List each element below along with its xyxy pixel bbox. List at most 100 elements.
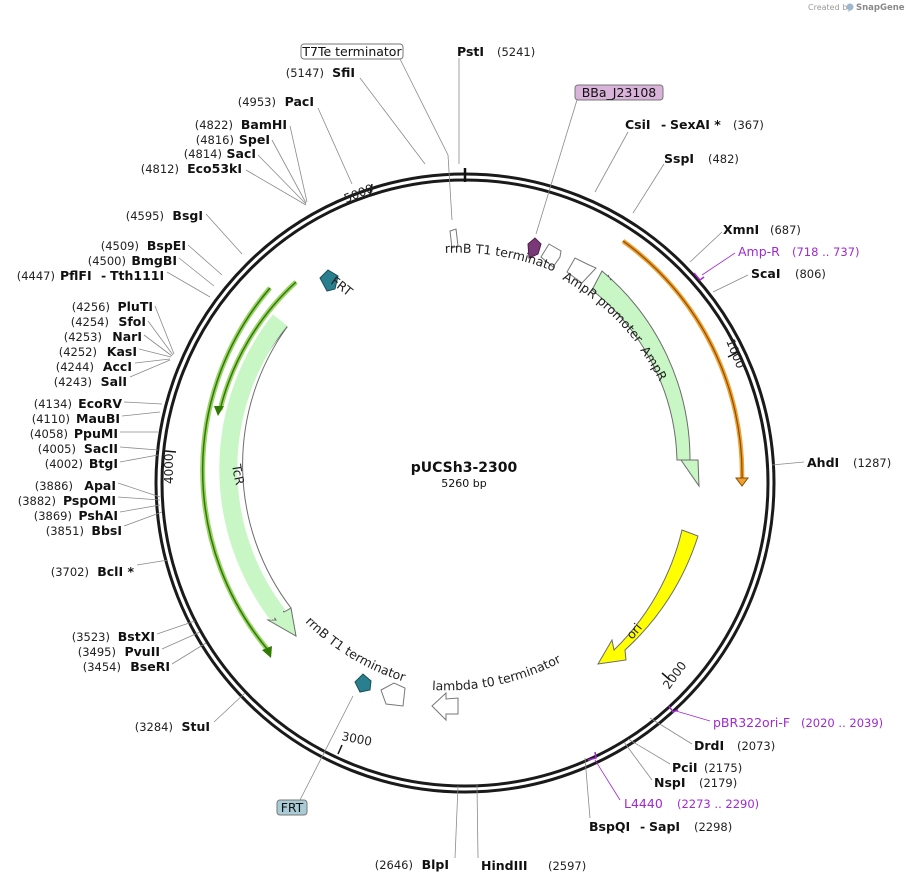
site-bspqi[interactable]: BspQI - SapI (2298) — [584, 757, 732, 834]
svg-text:(3886): (3886) — [35, 479, 73, 493]
site-ecorv[interactable]: EcoRV (4134) — [34, 396, 163, 411]
svg-text:Amp-R: Amp-R — [738, 244, 780, 259]
feature-tcr[interactable] — [219, 314, 297, 637]
svg-text:EcoRV: EcoRV — [78, 396, 122, 411]
site-pflfi[interactable]: PflFI - Tth111I (4447) — [17, 268, 211, 298]
svg-text:(4447): (4447) — [17, 269, 55, 283]
site-bseri[interactable]: BseRI (3454) — [83, 642, 207, 674]
svg-text:SfoI: SfoI — [118, 314, 146, 329]
site-drdi[interactable]: DrdI (2073) — [649, 717, 775, 753]
site-pcii[interactable]: PciI (2175) — [627, 738, 742, 775]
svg-text:BseRI: BseRI — [130, 659, 170, 674]
site-sspi[interactable]: SspI (482) — [632, 151, 739, 214]
site-sacii[interactable]: SacII (4005) — [38, 441, 159, 456]
site-blpi[interactable]: BlpI (2646) — [375, 785, 459, 872]
site-hindiii[interactable]: HindIII (2597) — [476, 784, 586, 873]
svg-text:BspQI: BspQI — [589, 819, 630, 834]
svg-text:T7Te terminator: T7Te terminator — [301, 44, 402, 59]
svg-text:(3284): (3284) — [135, 720, 173, 734]
site-psti[interactable]: PstI (5241) — [457, 44, 535, 164]
site-paci[interactable]: PacI (4953) — [238, 94, 353, 185]
svg-text:(2179): (2179) — [699, 776, 737, 790]
tick-marks — [164, 183, 739, 755]
feature-rrnb-terminator-2[interactable] — [380, 682, 406, 707]
svg-text:PshAI: PshAI — [78, 508, 118, 523]
svg-text:(4254): (4254) — [71, 315, 109, 329]
box-bba-j23108[interactable]: BBa_J23108 — [535, 84, 664, 235]
site-saci[interactable]: SacI (4814) — [184, 146, 307, 205]
site-sfii[interactable]: SfiI (5147) — [286, 65, 426, 165]
site-pvuii[interactable]: PvuII (3495) — [78, 631, 201, 659]
primer-label-l4440[interactable]: L4440 (2273 .. 2290) — [594, 759, 759, 811]
svg-text:AccI: AccI — [103, 359, 132, 374]
feature-ampr[interactable] — [591, 270, 700, 488]
svg-text:(718 .. 737): (718 .. 737) — [792, 245, 860, 259]
tick-label-3000: 3000 — [340, 729, 373, 749]
svg-text:BstXI: BstXI — [118, 629, 155, 644]
site-acci[interactable]: AccI (4244) — [56, 358, 171, 374]
svg-text:SfiI: SfiI — [332, 65, 355, 80]
site-nspi[interactable]: NspI (2179) — [623, 741, 737, 790]
site-pspomi[interactable]: PspOMI (3882) — [18, 493, 161, 508]
svg-text:(3454): (3454) — [83, 660, 121, 674]
site-ppumi[interactable]: PpuMI (4058) — [30, 426, 158, 441]
svg-text:-: - — [640, 819, 645, 834]
svg-text:(4002): (4002) — [45, 457, 83, 471]
svg-text:FRT: FRT — [281, 800, 304, 815]
svg-text:StuI: StuI — [181, 719, 210, 734]
svg-text:PluTI: PluTI — [117, 299, 153, 314]
site-bcli[interactable]: BclI * (3702) — [51, 559, 169, 579]
site-bbsi[interactable]: BbsI (3851) — [46, 511, 163, 538]
site-maubi[interactable]: MauBI (4110) — [32, 411, 161, 426]
feature-ori[interactable] — [597, 529, 699, 665]
site-xmni[interactable]: XmnI (687) — [689, 222, 801, 263]
feature-frt-bottom[interactable] — [354, 673, 372, 693]
feature-rrnb-terminator-1[interactable] — [449, 228, 459, 249]
box-t7te-terminator[interactable]: T7Te terminator — [300, 43, 453, 221]
feature-promoter-arrows[interactable] — [540, 243, 597, 284]
site-csii[interactable]: CsiI - SexAI * (367) — [594, 117, 764, 193]
svg-text:(482): (482) — [708, 152, 739, 166]
site-stui[interactable]: StuI (3284) — [135, 692, 246, 734]
svg-text:XmnI: XmnI — [723, 222, 759, 237]
site-sali[interactable]: SalI (4243) — [54, 359, 171, 389]
svg-text:BmgBI: BmgBI — [131, 253, 177, 268]
svg-text:(2073): (2073) — [737, 739, 775, 753]
orange-track-arrowhead — [735, 477, 749, 487]
site-sfoi[interactable]: SfoI (4254) — [71, 314, 174, 356]
primer-label-pbr322ori-f[interactable]: pBR322ori-F (2020 .. 2039) — [675, 710, 883, 730]
primer-marks — [587, 272, 705, 761]
feature-lambda-t0-terminator[interactable] — [431, 691, 459, 722]
svg-text:DrdI: DrdI — [694, 738, 724, 753]
svg-text:SspI: SspI — [664, 151, 694, 166]
primer-label-amp-r[interactable]: Amp-R (718 .. 737) — [701, 244, 860, 276]
tick-label-4000: 4000 — [162, 453, 176, 484]
site-bstxi[interactable]: BstXI (3523) — [72, 620, 196, 644]
site-bmgbi[interactable]: BmgBI (4500) — [88, 253, 215, 287]
site-bamhi[interactable]: BamHI (4822) — [195, 117, 308, 203]
site-nari[interactable]: NarI (4253) — [64, 329, 173, 357]
svg-text:(3523): (3523) — [72, 630, 110, 644]
svg-text:ScaI: ScaI — [751, 266, 781, 281]
site-spei[interactable]: SpeI (4816) — [196, 132, 307, 204]
site-btgi[interactable]: BtgI (4002) — [45, 454, 159, 471]
site-apai[interactable]: ApaI (3886) — [35, 478, 161, 498]
site-bsgi[interactable]: BsgI (4595) — [126, 208, 243, 255]
site-kasi[interactable]: KasI (4252) — [59, 344, 172, 359]
svg-text:-: - — [661, 117, 666, 132]
site-scai[interactable]: ScaI (806) — [712, 266, 826, 293]
site-pshai[interactable]: PshAI (3869) — [34, 504, 161, 523]
svg-text:AhdI: AhdI — [807, 455, 839, 470]
feature-frt-top[interactable] — [319, 269, 339, 292]
site-ahdi[interactable]: AhdI (1287) — [771, 455, 891, 470]
svg-text:SexAI *: SexAI * — [670, 117, 721, 132]
site-bspei[interactable]: BspEI (4509) — [101, 238, 223, 276]
site-pluti[interactable]: PluTI (4256) — [72, 299, 175, 355]
svg-text:BtgI: BtgI — [89, 456, 118, 471]
site-eco53ki[interactable]: Eco53kI (4812) — [141, 161, 307, 206]
box-frt[interactable]: FRT — [276, 695, 354, 816]
svg-text:(4253): (4253) — [64, 330, 102, 344]
svg-text:(4005): (4005) — [38, 442, 76, 456]
feature-bba-j23108[interactable] — [527, 237, 542, 259]
svg-text:(2646): (2646) — [375, 858, 413, 872]
